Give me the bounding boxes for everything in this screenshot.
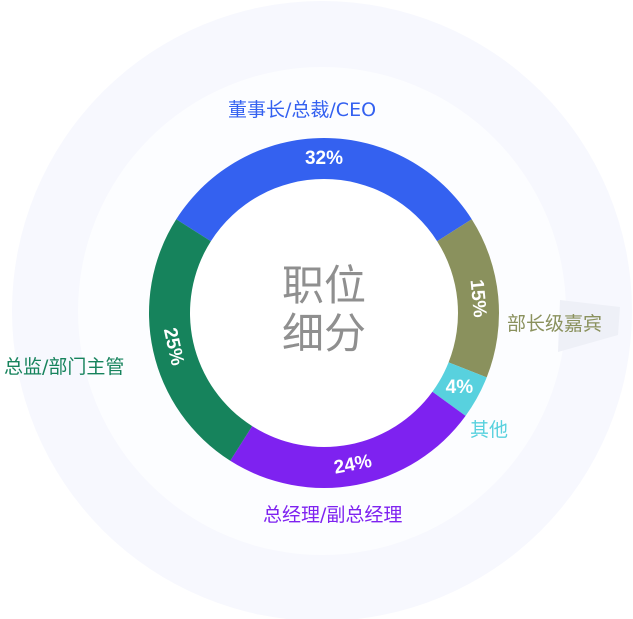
donut-hole — [190, 179, 458, 447]
chart-title-line-1: 职位 — [281, 261, 366, 310]
slice-value-label: 15% — [466, 279, 490, 319]
label-highlight — [558, 300, 620, 352]
category-label-ceo: 董事长/总裁/CEO — [228, 99, 377, 121]
category-label-other: 其他 — [470, 419, 509, 441]
chart-title-line-2: 细分 — [281, 309, 366, 358]
chart-title: 职位 细分 — [264, 262, 384, 358]
category-label-gm: 总经理/副总经理 — [263, 504, 403, 526]
category-label-director: 总监/部门主管 — [4, 356, 125, 378]
slice-value-label: 32% — [305, 148, 343, 169]
donut-slice — [437, 219, 499, 378]
donut-slice — [230, 391, 466, 488]
category-label-minister: 部长级嘉宾 — [507, 313, 603, 335]
slice-value-label: 4% — [446, 377, 474, 398]
donut-slice — [176, 138, 472, 242]
donut-slice — [148, 219, 253, 461]
donut-slice — [432, 362, 487, 416]
